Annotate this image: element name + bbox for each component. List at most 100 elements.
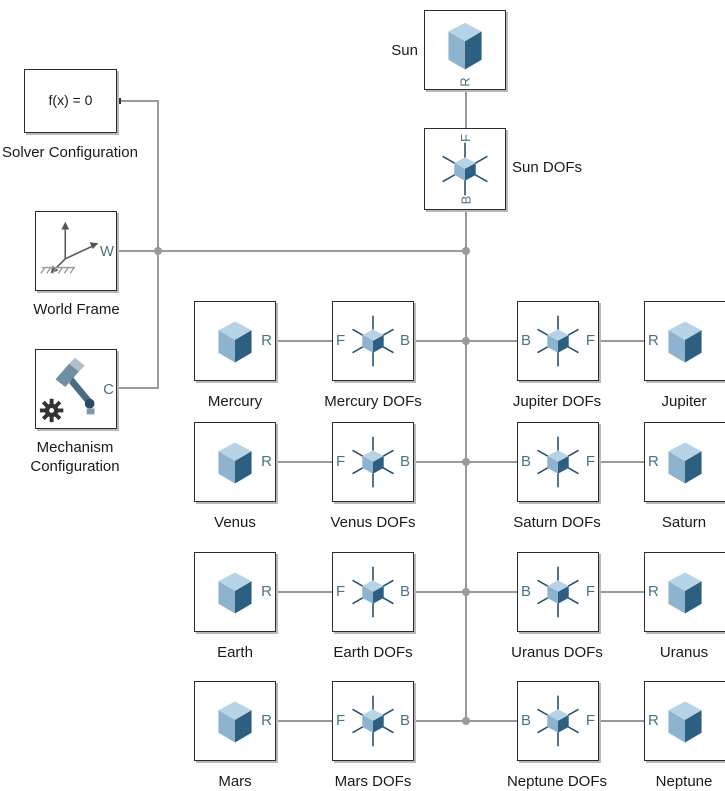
sun-dofs-joint-icon — [442, 142, 488, 196]
uranus-label: Uranus — [659, 644, 709, 661]
robot-arm-icon — [55, 357, 95, 415]
mars-port-right: R — [261, 712, 272, 729]
junction-dot — [462, 337, 470, 345]
venus-dofs-label: Venus DOFs — [330, 514, 416, 531]
jupiter-icon — [668, 321, 702, 363]
mercury-icon — [218, 321, 252, 363]
mechanism-configuration-label: Mechanism Configuration — [30, 439, 120, 475]
uranus-dofs-port-right: F — [585, 583, 595, 600]
neptune-dofs-port-left: B — [521, 712, 532, 729]
world-frame-label: World Frame — [33, 301, 120, 318]
mercury-port-right: R — [261, 332, 272, 349]
neptune-icon — [668, 701, 702, 743]
saturn-dofs-port-right: F — [585, 453, 595, 470]
neptune-dofs-label: Neptune DOFs — [506, 773, 608, 790]
earth-dofs-port-left: F — [336, 583, 346, 600]
solver-configuration-label: Solver Configuration — [2, 144, 138, 161]
mechanism-configuration-block[interactable]: C — [35, 349, 117, 429]
junction-dot — [462, 458, 470, 466]
venus-dofs-icon — [352, 436, 394, 488]
junction-dot — [462, 588, 470, 596]
uranus-dofs-port-left: B — [521, 583, 532, 600]
world-frame-icon — [40, 221, 99, 274]
earth-icon — [218, 572, 252, 614]
earth-dofs-icon — [352, 566, 394, 618]
sun-solid-icon — [448, 22, 482, 70]
sun-dofs-block[interactable]: F B — [424, 128, 506, 210]
venus-block[interactable]: R — [194, 422, 276, 502]
junction-dot — [462, 247, 470, 255]
mars-dofs-icon — [352, 695, 394, 747]
jupiter-label: Jupiter — [661, 393, 707, 410]
mars-block[interactable]: R — [194, 681, 276, 761]
saturn-port-left: R — [648, 453, 659, 470]
mercury-dofs-label: Mercury DOFs — [324, 393, 422, 410]
neptune-block[interactable]: R — [644, 681, 725, 761]
jupiter-dofs-port-left: B — [521, 332, 532, 349]
mercury-dofs-port-right: B — [399, 332, 410, 349]
uranus-icon — [668, 572, 702, 614]
mars-dofs-label: Mars DOFs — [334, 773, 412, 790]
jupiter-dofs-icon — [537, 315, 579, 367]
mars-dofs-port-left: F — [336, 712, 346, 729]
earth-port-right: R — [261, 583, 272, 600]
saturn-icon — [668, 442, 702, 484]
world-port-label: W — [99, 243, 114, 260]
jupiter-port-left: R — [648, 332, 659, 349]
neptune-label: Neptune — [655, 773, 713, 790]
venus-label: Venus — [214, 514, 256, 531]
mars-icon — [218, 701, 252, 743]
sun-dofs-bottom-port: B — [458, 195, 474, 205]
neptune-port-left: R — [648, 712, 659, 729]
venus-dofs-port-right: B — [399, 453, 410, 470]
uranus-dofs-label: Uranus DOFs — [511, 644, 603, 661]
uranus-block[interactable]: R — [644, 552, 725, 632]
venus-icon — [218, 442, 252, 484]
solver-configuration-block[interactable]: f(x) = 0 — [24, 69, 117, 133]
jupiter-block[interactable]: R — [644, 301, 725, 381]
saturn-dofs-label: Saturn DOFs — [513, 514, 601, 531]
mars-label: Mars — [218, 773, 252, 790]
mercury-label: Mercury — [207, 393, 263, 410]
mercury-dofs-port-left: F — [336, 332, 346, 349]
saturn-label: Saturn — [661, 514, 707, 531]
mercury-block[interactable]: R — [194, 301, 276, 381]
sun-block[interactable]: R — [424, 10, 506, 90]
mechanism-port-label: C — [103, 381, 114, 398]
neptune-dofs-icon — [537, 695, 579, 747]
junction-dot — [154, 247, 162, 255]
sun-dofs-label: Sun DOFs — [512, 159, 583, 176]
earth-dofs-label: Earth DOFs — [333, 644, 413, 661]
solver-port-marker — [115, 98, 121, 104]
gear-icon — [39, 398, 64, 423]
sun-port-label: R — [457, 77, 473, 87]
venus-port-right: R — [261, 453, 272, 470]
neptune-dofs-port-right: F — [585, 712, 595, 729]
uranus-port-left: R — [648, 583, 659, 600]
jupiter-dofs-port-right: F — [585, 332, 595, 349]
solver-equation-text: f(x) = 0 — [48, 92, 93, 108]
venus-dofs-port-left: F — [336, 453, 346, 470]
sun-label: Sun — [391, 42, 418, 59]
jupiter-dofs-label: Jupiter DOFs — [512, 393, 602, 410]
earth-block[interactable]: R — [194, 552, 276, 632]
solver-connection-line — [118, 100, 159, 389]
world-frame-block[interactable]: W — [35, 211, 117, 291]
saturn-dofs-port-left: B — [521, 453, 532, 470]
uranus-dofs-icon — [537, 566, 579, 618]
saturn-dofs-icon — [537, 436, 579, 488]
saturn-block[interactable]: R — [644, 422, 725, 502]
mercury-dofs-icon — [352, 315, 394, 367]
sun-dofs-top-port: F — [457, 134, 473, 142]
earth-label: Earth — [217, 644, 253, 661]
